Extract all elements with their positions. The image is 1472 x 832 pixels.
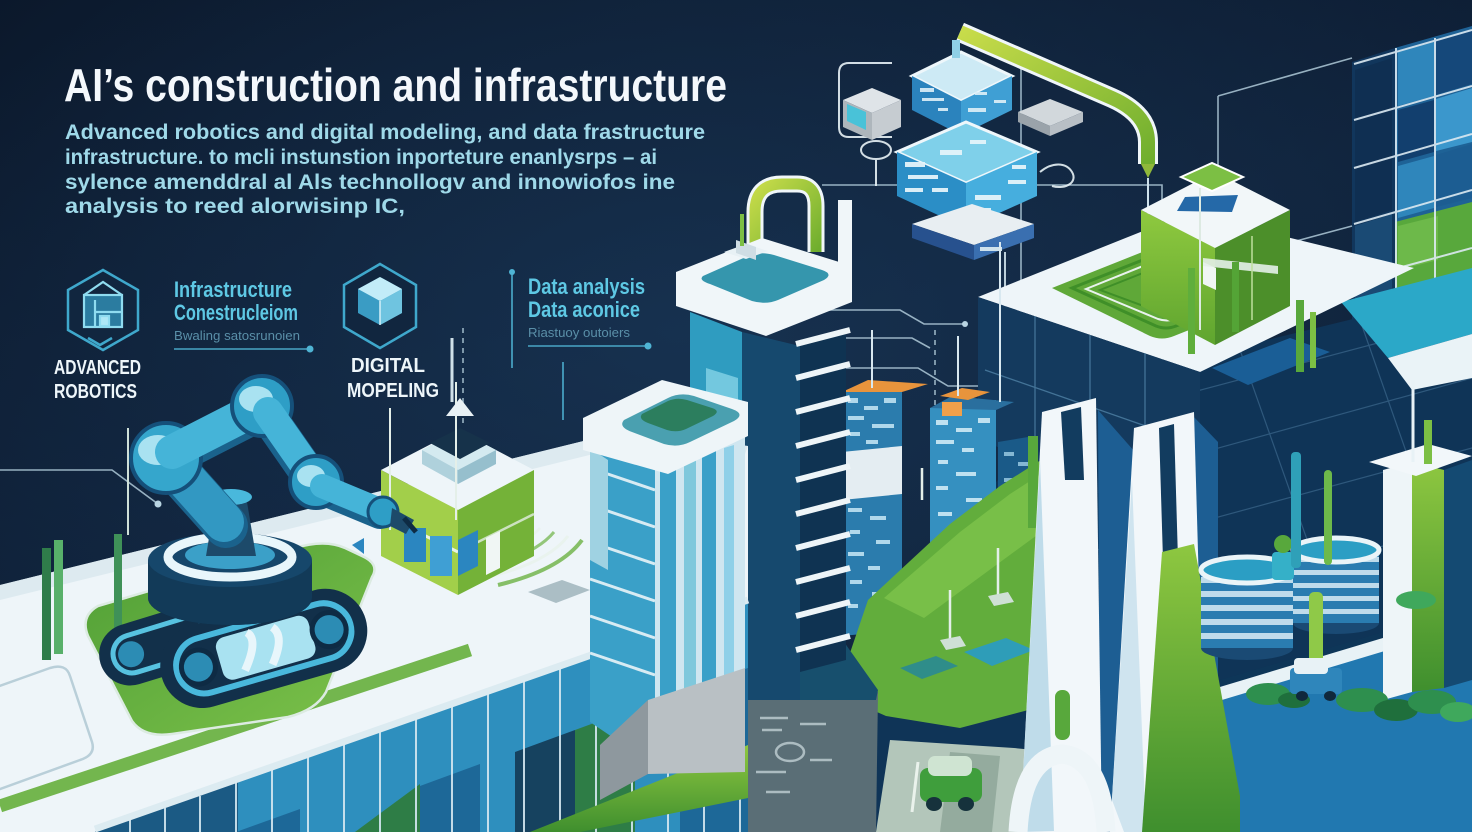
svg-text:Infrastructure: Infrastructure [174, 277, 292, 302]
svg-text:Advanced robotics and digita: Advanced robotics and digital modeling, … [65, 121, 705, 144]
svg-text:Data aconice: Data aconice [528, 297, 640, 322]
svg-text:Conestrucleiom: Conestrucleiom [174, 300, 298, 325]
svg-text:MOPELING: MOPELING [347, 380, 439, 402]
svg-text:sylence amenddral al Als tec: sylence amenddral al Als technollogv and… [65, 171, 675, 194]
svg-text:infrastructure. to mcli instu: infrastructure. to mcli instunstion inpo… [65, 146, 657, 169]
svg-text:AI’s construction and infrastr: AI’s construction and infrastructure [64, 59, 727, 111]
svg-text:ROBOTICS: ROBOTICS [54, 381, 137, 403]
svg-text:Data analysis: Data analysis [528, 274, 645, 299]
svg-text:Bwaling satosrunoien: Bwaling satosrunoien [174, 328, 300, 343]
svg-text:analysis to reed alorwisinp I: analysis to reed alorwisinp IC, [65, 195, 405, 218]
svg-text:ADVANCED: ADVANCED [54, 357, 141, 379]
svg-text:DIGITAL: DIGITAL [351, 355, 425, 377]
svg-text:Riastuoy outoiers: Riastuoy outoiers [528, 325, 630, 340]
